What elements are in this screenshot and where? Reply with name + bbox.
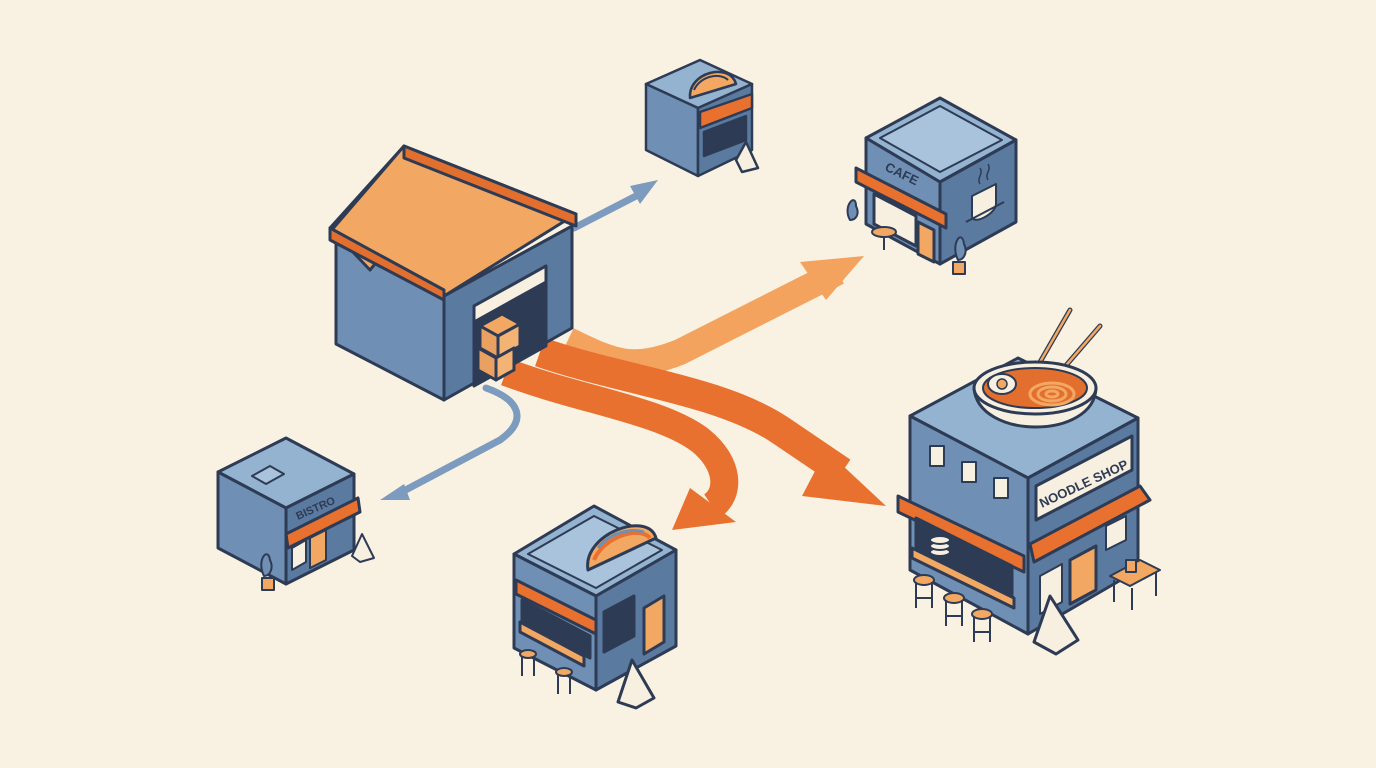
taco-stand — [512, 504, 678, 710]
ramen-bowl-icon — [972, 307, 1103, 429]
noodles — [1028, 381, 1076, 407]
awning — [854, 166, 948, 230]
awning — [514, 578, 598, 636]
noodle-shop-sign-board — [1034, 434, 1134, 522]
taco-kiosk-top — [644, 58, 760, 178]
menu-board — [1105, 515, 1127, 551]
warehouse-door-shutter — [472, 264, 548, 324]
window — [1039, 563, 1063, 615]
awning — [896, 494, 1026, 574]
window — [929, 445, 945, 467]
window — [602, 594, 636, 654]
coffee-cup-icon — [965, 163, 1005, 223]
plant-icon — [260, 553, 273, 577]
sandwich-board — [616, 658, 656, 710]
plant-icon — [846, 199, 859, 221]
counter — [910, 546, 1016, 610]
flow-arrow-noodle-shop — [535, 337, 851, 485]
sandwich-board — [351, 533, 375, 563]
window — [961, 461, 977, 483]
taco-icon — [688, 70, 738, 100]
window — [993, 477, 1009, 499]
vent — [251, 465, 285, 485]
plant-icon — [954, 236, 967, 261]
flow-arrows — [380, 180, 886, 530]
flow-arrow-taco-kiosk — [570, 192, 640, 232]
stool-icon — [519, 649, 573, 694]
door — [642, 594, 666, 656]
taco-icon — [586, 524, 658, 572]
cafe: CAFE — [846, 96, 1018, 275]
plates-stack-icon — [929, 535, 951, 557]
outdoor-table — [1109, 559, 1161, 610]
flow-arrowhead-cafe — [800, 256, 864, 300]
warehouse-roof-edge — [402, 144, 578, 228]
flow-arrowhead-bistro — [380, 484, 410, 500]
door — [1068, 544, 1098, 606]
sandwich-board — [1032, 594, 1080, 656]
awning — [698, 92, 754, 130]
awning — [284, 496, 362, 550]
bistro: BISTRO — [216, 436, 375, 591]
sandwich-board — [734, 140, 760, 174]
noodle-shop: NOODLE SHOP — [896, 307, 1161, 656]
stool-icon — [913, 574, 993, 642]
table — [871, 226, 897, 238]
flow-arrow-bistro — [394, 384, 521, 498]
flow-arrow-cafe — [562, 260, 844, 376]
flow-arrowhead-taco-stand — [672, 488, 736, 530]
flow-arrowhead-taco-kiosk — [630, 180, 658, 204]
flow-arrow-taco-stand — [501, 358, 739, 518]
cup-icon — [1125, 559, 1137, 573]
warehouse — [328, 144, 578, 402]
awning — [1028, 484, 1152, 564]
warehouse-roof-eave — [328, 226, 446, 302]
counter — [518, 620, 586, 668]
flow-arrowhead-noodle-shop — [802, 450, 886, 506]
